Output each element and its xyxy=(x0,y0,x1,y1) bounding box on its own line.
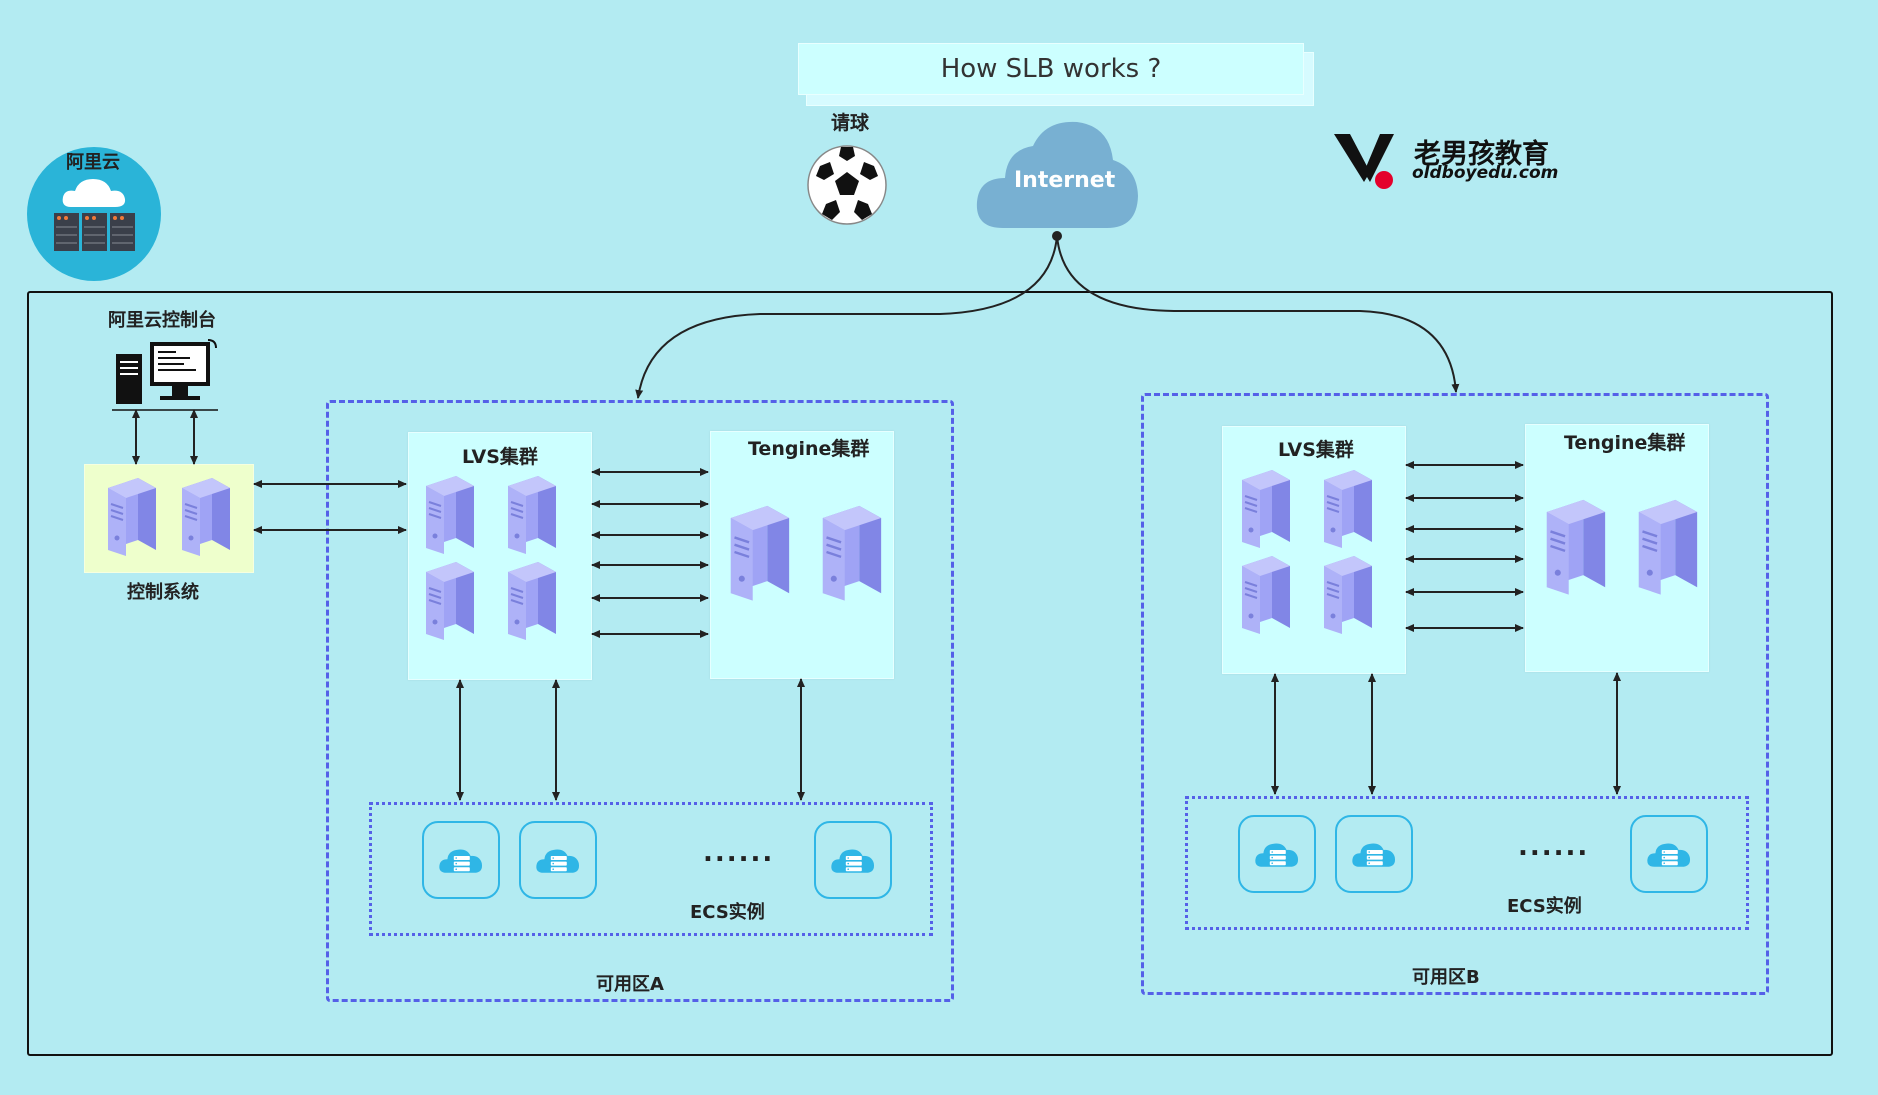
logo-icon xyxy=(1334,130,1394,192)
zone-b-ecs-instance-1 xyxy=(1238,815,1316,893)
zone-a-ecs-ellipsis: ...... xyxy=(703,838,775,868)
zone-b-ecs-ellipsis: ...... xyxy=(1518,832,1590,862)
zone-a xyxy=(326,400,954,1002)
zone-a-lvs-cluster xyxy=(408,432,592,680)
server-icon xyxy=(507,561,557,640)
server-icon xyxy=(1241,555,1291,634)
internet-label: Internet xyxy=(1014,168,1116,193)
zone-b-lvs-cluster xyxy=(1222,426,1406,674)
zone-b-label: 可用区B xyxy=(1412,967,1480,988)
computer-icon xyxy=(112,338,220,412)
server-icon xyxy=(1323,469,1373,548)
zone-b-ecs-group xyxy=(1185,796,1749,930)
server-icon xyxy=(821,504,883,602)
logo-text-en: oldboyedu.com xyxy=(1412,163,1559,183)
zone-a-ecs-label: ECS实例 xyxy=(690,902,765,923)
zone-a-tengine-label: Tengine集群 xyxy=(748,438,870,460)
server-icon xyxy=(729,504,791,602)
soccer-ball-icon xyxy=(806,144,888,226)
zone-a-ecs-group xyxy=(369,802,933,936)
aliyun-server-icon xyxy=(27,147,161,281)
ball-label: 请球 xyxy=(831,112,870,134)
zone-b xyxy=(1141,393,1769,995)
internet-to-zone-a xyxy=(635,235,1058,399)
internet-to-zone-b xyxy=(1056,235,1460,393)
zone-b-lvs-label: LVS集群 xyxy=(1278,439,1354,461)
zone-b-ecs-label: ECS实例 xyxy=(1507,896,1582,917)
zone-a-ecs-instance-2 xyxy=(519,821,597,899)
zone-a-label: 可用区A xyxy=(596,974,664,995)
server-icon xyxy=(1241,469,1291,548)
server-icon xyxy=(1637,498,1699,596)
server-icon xyxy=(425,475,475,554)
server-icon xyxy=(425,561,475,640)
outer-frame xyxy=(27,291,1833,1056)
zone-a-ecs-instance-1 xyxy=(422,821,500,899)
zone-a-ecs-instance-3 xyxy=(814,821,892,899)
server-icon xyxy=(1545,498,1607,596)
internet-cloud-icon xyxy=(975,120,1139,230)
aliyun-label: 阿里云 xyxy=(66,152,120,173)
server-icon xyxy=(181,477,231,556)
zone-a-lvs-label: LVS集群 xyxy=(462,446,538,468)
server-icon xyxy=(507,475,557,554)
server-icon xyxy=(1323,555,1373,634)
zone-b-tengine-label: Tengine集群 xyxy=(1564,432,1686,454)
zone-b-ecs-instance-2 xyxy=(1335,815,1413,893)
logo-text-cn: 老男孩教育 xyxy=(1414,139,1549,170)
control-system-label: 控制系统 xyxy=(127,582,199,603)
zone-b-ecs-instance-3 xyxy=(1630,815,1708,893)
console-label: 阿里云控制台 xyxy=(108,310,216,331)
server-icon xyxy=(107,477,157,556)
diagram-title: How SLB works ? xyxy=(798,43,1304,95)
